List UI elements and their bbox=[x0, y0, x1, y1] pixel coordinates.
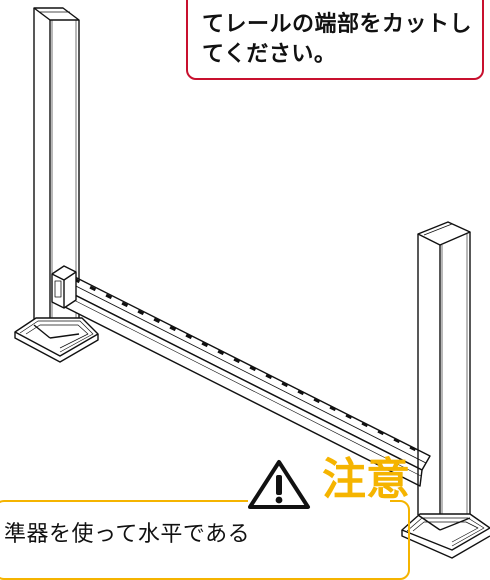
fence-post-rail-diagram bbox=[14, 7, 490, 559]
instruction-note-box: てレールの端部をカットし てください。 bbox=[186, 0, 484, 80]
warning-triangle-icon bbox=[248, 460, 310, 509]
right-post-base bbox=[401, 513, 490, 559]
rail-slots bbox=[73, 277, 417, 452]
right-post bbox=[417, 221, 471, 530]
caution-body-text: 準器を使って水平である bbox=[4, 522, 251, 547]
note-line-2: てください。 bbox=[202, 42, 337, 67]
rail-bracket bbox=[51, 265, 77, 309]
note-line-1: てレールの端部をカットし bbox=[202, 12, 473, 37]
caution-title: 注意 bbox=[322, 454, 410, 505]
left-post-base bbox=[14, 317, 99, 363]
